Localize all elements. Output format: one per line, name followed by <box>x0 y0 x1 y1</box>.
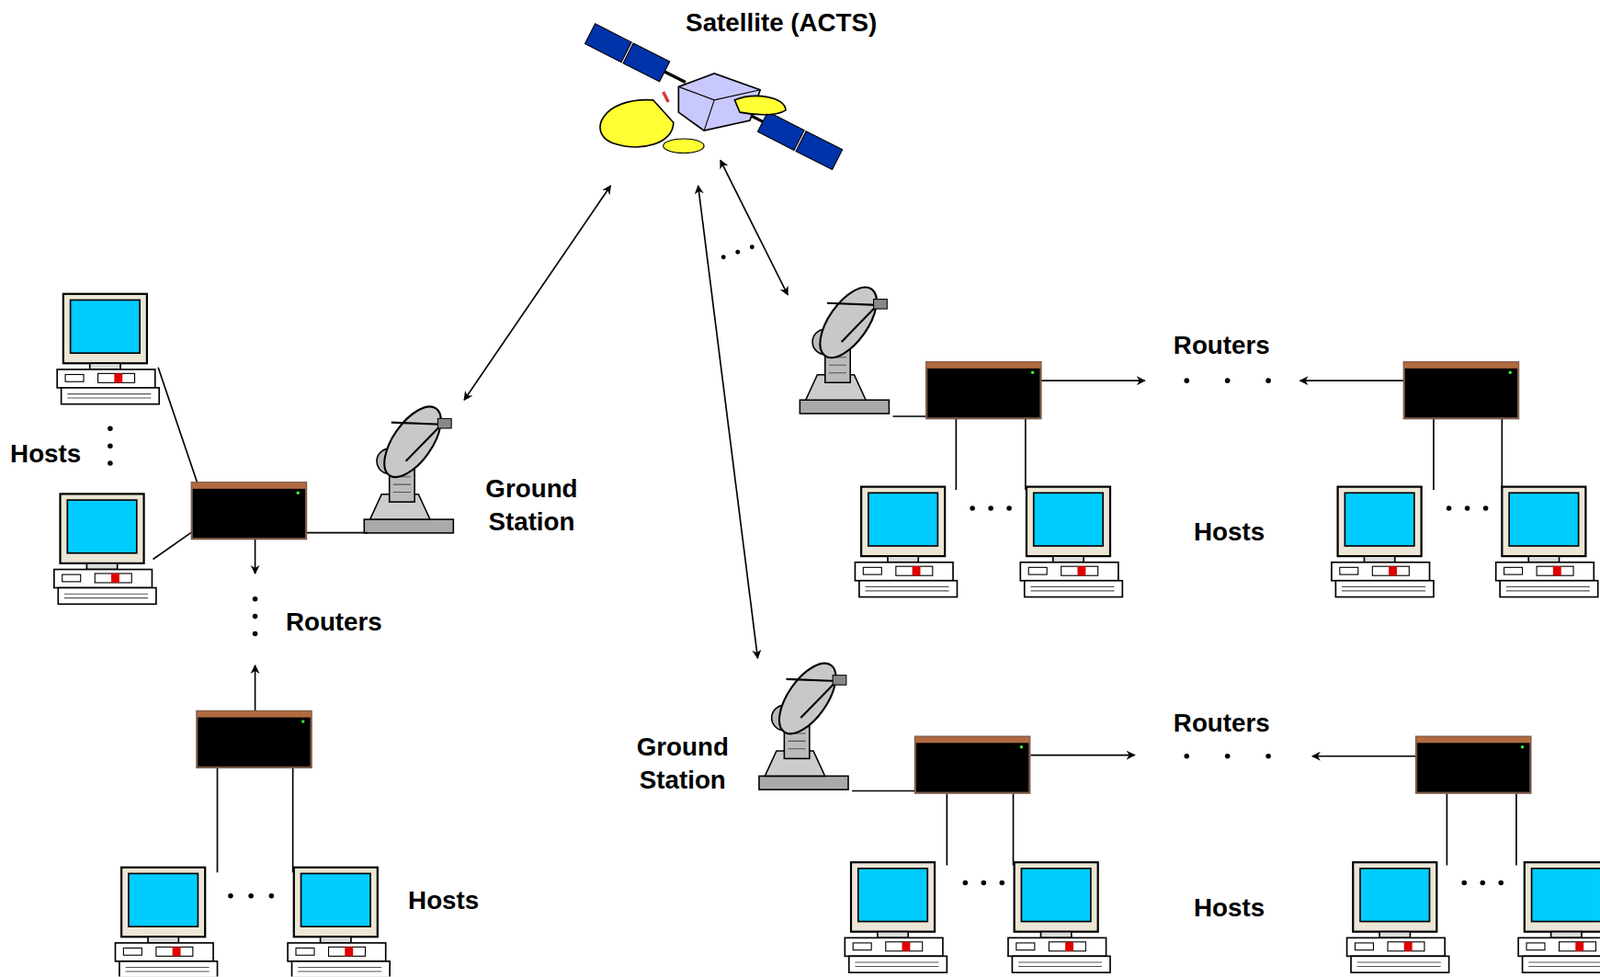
node-label: Satellite (ACTS) <box>685 6 877 40</box>
component-label: Routers <box>1173 329 1271 363</box>
node-label: Ground Station <box>620 729 745 796</box>
component-label: Hosts <box>1193 515 1265 549</box>
ground-station-node: Ground Station <box>620 658 858 801</box>
component-label: Hosts <box>10 436 81 470</box>
component-label: Hosts <box>1193 890 1265 924</box>
component-label: Hosts <box>408 884 479 918</box>
node-label: Ground Station <box>469 471 594 538</box>
satellite-link <box>464 185 611 400</box>
component-label: Routers <box>1173 705 1271 739</box>
ground-station-node: Ground Station <box>359 399 599 543</box>
satellite-link <box>698 185 759 659</box>
satellite-drawing <box>584 23 842 171</box>
satellite-node: Satellite (ACTS) <box>583 6 920 186</box>
component-label: Routers <box>285 604 383 638</box>
